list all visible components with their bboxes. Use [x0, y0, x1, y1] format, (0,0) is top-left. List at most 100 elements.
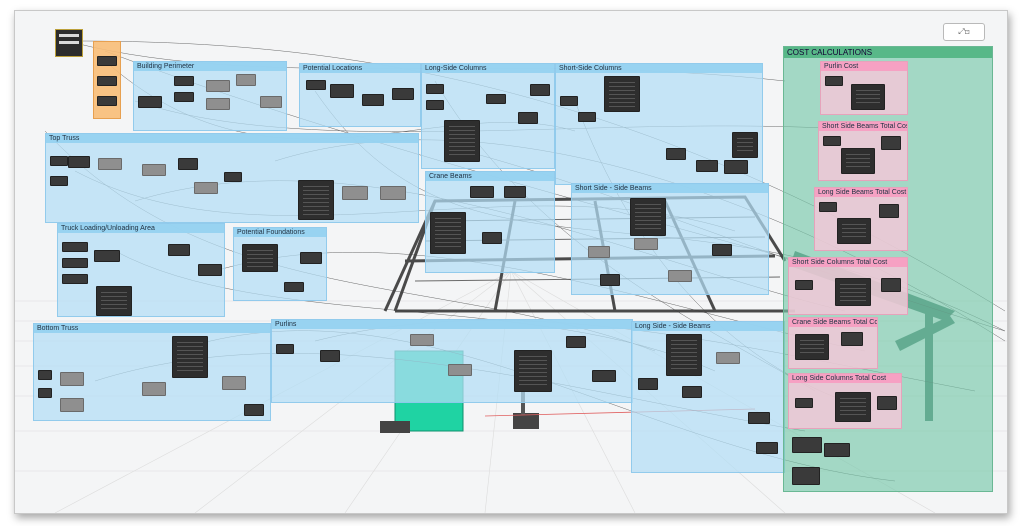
node[interactable]: [242, 244, 278, 272]
node[interactable]: [50, 176, 68, 186]
node[interactable]: [50, 156, 68, 166]
node[interactable]: [682, 386, 702, 398]
node[interactable]: [300, 252, 322, 264]
node[interactable]: [426, 84, 444, 94]
node[interactable]: [514, 350, 552, 392]
node[interactable]: [716, 352, 740, 364]
group-purlin-cost[interactable]: Purlin Cost: [820, 61, 908, 115]
node[interactable]: [837, 218, 871, 244]
zoom-fit-button[interactable]: ⤢⊡: [943, 23, 985, 41]
node[interactable]: [198, 264, 222, 276]
group-truck-loading[interactable]: Truck Loading/Unloading Area: [57, 223, 225, 317]
node[interactable]: [178, 158, 198, 170]
node[interactable]: [260, 96, 282, 108]
node[interactable]: [732, 132, 758, 158]
node[interactable]: [825, 76, 843, 86]
node[interactable]: [724, 160, 748, 174]
node[interactable]: [666, 148, 686, 160]
node[interactable]: [206, 98, 230, 110]
node[interactable]: [362, 94, 384, 106]
node[interactable]: [222, 376, 246, 390]
group-long-side-columns[interactable]: Long-Side Columns: [421, 63, 555, 169]
group-top-truss[interactable]: Top Truss: [45, 133, 419, 223]
node[interactable]: [638, 378, 658, 390]
node[interactable]: [470, 186, 494, 198]
node[interactable]: [518, 112, 538, 124]
node[interactable]: [62, 258, 88, 268]
group-bottom-truss[interactable]: Bottom Truss: [33, 323, 271, 421]
node[interactable]: [756, 442, 778, 454]
group-long-side-beams-total-cost[interactable]: Long Side Beams Total Cost: [814, 187, 908, 251]
group-short-side-columns-total-cost[interactable]: Short Side Columns Total Cost: [788, 257, 908, 315]
node[interactable]: [97, 96, 117, 106]
node[interactable]: [60, 398, 84, 412]
node[interactable]: [60, 372, 84, 386]
node[interactable]: [38, 370, 52, 380]
group-inputs[interactable]: [93, 41, 121, 119]
node[interactable]: [560, 96, 578, 106]
node[interactable]: [578, 112, 596, 122]
node[interactable]: [306, 80, 326, 90]
group-crane-beams[interactable]: Crane Beams: [425, 171, 555, 273]
node[interactable]: [630, 198, 666, 236]
node[interactable]: [824, 443, 850, 457]
node[interactable]: [172, 336, 208, 378]
node[interactable]: [38, 388, 52, 398]
node[interactable]: [430, 212, 466, 254]
node[interactable]: [592, 370, 616, 382]
group-potential-locations[interactable]: Potential Locations: [299, 63, 421, 127]
group-building-perimeter[interactable]: Building Perimeter: [133, 61, 287, 131]
node[interactable]: [174, 76, 194, 86]
node[interactable]: [851, 84, 885, 110]
node[interactable]: [94, 250, 120, 262]
node[interactable]: [97, 76, 117, 86]
node[interactable]: [841, 332, 863, 346]
group-potential-foundations[interactable]: Potential Foundations: [233, 227, 327, 301]
node[interactable]: [276, 344, 294, 354]
group-short-side-columns[interactable]: Short-Side Columns: [555, 63, 763, 185]
node[interactable]: [444, 120, 480, 162]
group-short-side-beams-total-cost[interactable]: Short Side Beams Total Cost: [818, 121, 908, 181]
node[interactable]: [795, 398, 813, 408]
node[interactable]: [174, 92, 194, 102]
watch-node[interactable]: [55, 29, 83, 57]
node[interactable]: [62, 274, 88, 284]
group-cost-calculations[interactable]: COST CALCULATIONS Purlin Cost Short Side…: [783, 46, 993, 492]
node[interactable]: [284, 282, 304, 292]
node[interactable]: [342, 186, 368, 200]
node[interactable]: [566, 336, 586, 348]
node[interactable]: [588, 246, 610, 258]
node[interactable]: [482, 232, 502, 244]
node[interactable]: [748, 412, 770, 424]
node[interactable]: [666, 334, 702, 376]
group-crane-side-beams-total-cost[interactable]: Crane Side Beams Total Cost: [788, 317, 878, 369]
node[interactable]: [206, 80, 230, 92]
group-long-side-side-beams[interactable]: Long Side - Side Beams: [631, 321, 785, 473]
node[interactable]: [330, 84, 354, 98]
node[interactable]: [138, 96, 162, 108]
node[interactable]: [795, 334, 829, 360]
dynamo-canvas[interactable]: Building Perimeter Potential Locations L…: [14, 10, 1008, 514]
node[interactable]: [98, 158, 122, 170]
group-short-side-side-beams[interactable]: Short Side - Side Beams: [571, 183, 769, 295]
node[interactable]: [448, 364, 472, 376]
node[interactable]: [244, 404, 264, 416]
node[interactable]: [68, 156, 90, 168]
node[interactable]: [634, 238, 658, 250]
node[interactable]: [712, 244, 732, 256]
node[interactable]: [62, 242, 88, 252]
group-long-side-columns-total-cost[interactable]: Long Side Columns Total Cost: [788, 373, 902, 429]
node[interactable]: [224, 172, 242, 182]
node[interactable]: [792, 437, 822, 453]
node[interactable]: [194, 182, 218, 194]
node[interactable]: [881, 278, 901, 292]
node[interactable]: [486, 94, 506, 104]
node[interactable]: [96, 286, 132, 316]
node[interactable]: [819, 202, 837, 212]
node[interactable]: [298, 180, 334, 220]
node[interactable]: [841, 148, 875, 174]
node[interactable]: [823, 136, 841, 146]
node[interactable]: [792, 467, 820, 485]
node[interactable]: [600, 274, 620, 286]
node[interactable]: [142, 164, 166, 176]
